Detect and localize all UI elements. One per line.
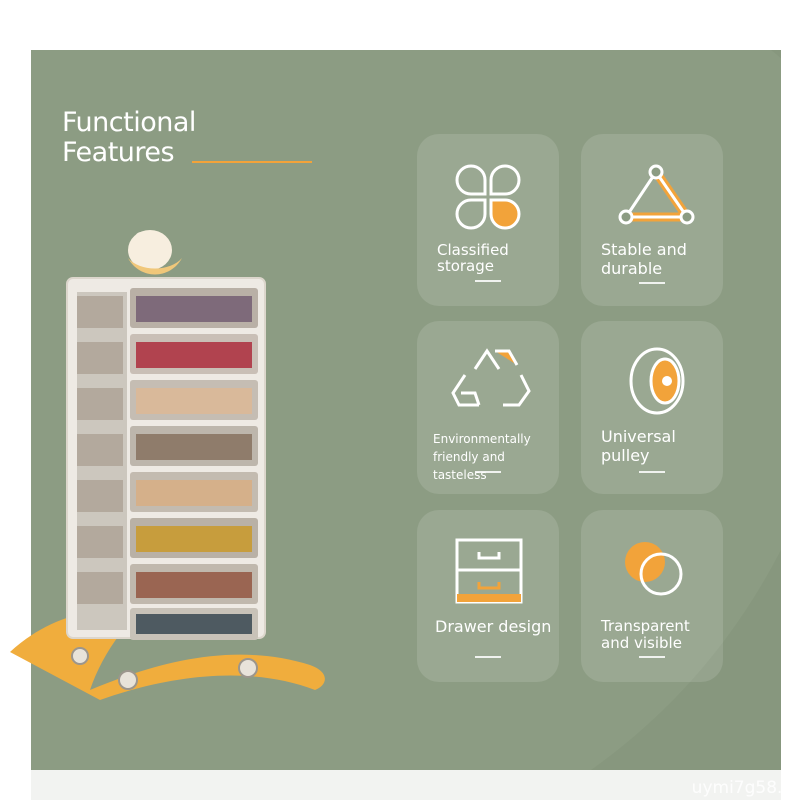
feature-label: Classified storage bbox=[437, 241, 509, 275]
four-leaf-icon bbox=[455, 164, 521, 230]
feature-card-transparent: Transparent and visible bbox=[581, 510, 723, 682]
feature-card-eco-friendly: Environmentally friendly and tasteless bbox=[417, 321, 559, 494]
feature-label: Stable and durable bbox=[601, 240, 687, 278]
feature-dash bbox=[475, 280, 501, 282]
feature-card-drawer-design: Drawer design bbox=[417, 510, 559, 682]
feature-card-classified-storage: Classified storage bbox=[417, 134, 559, 306]
triangle-icon bbox=[618, 164, 695, 225]
watermark-text: uymi7g58.ph bbox=[691, 778, 804, 798]
feature-label: Environmentally friendly and tasteless bbox=[433, 432, 531, 482]
bottom-strip bbox=[31, 770, 781, 800]
feature-label: Transparent and visible bbox=[601, 617, 690, 652]
feature-label: Universal pulley bbox=[601, 427, 676, 465]
section-title: Functional Features bbox=[62, 108, 196, 168]
title-underline bbox=[192, 161, 312, 163]
feature-dash bbox=[475, 656, 501, 658]
drawer-icon bbox=[455, 538, 523, 604]
feature-dash bbox=[639, 471, 665, 473]
title-line-1: Functional bbox=[62, 107, 196, 138]
drawer-cabinet-image bbox=[10, 230, 325, 700]
feature-dash bbox=[639, 656, 665, 658]
decorative-curve bbox=[591, 50, 781, 770]
feature-label: Drawer design bbox=[435, 617, 552, 636]
feature-card-stable-durable: Stable and durable bbox=[581, 134, 723, 306]
recycle-icon bbox=[451, 348, 531, 407]
drawer-stack bbox=[130, 288, 258, 640]
feature-dash bbox=[475, 471, 501, 473]
wheel-icon bbox=[629, 347, 685, 415]
feature-dash bbox=[639, 282, 665, 284]
transparent-circle-icon bbox=[625, 542, 683, 596]
title-line-2: Features bbox=[62, 137, 175, 168]
feature-card-universal-pulley: Universal pulley bbox=[581, 321, 723, 494]
